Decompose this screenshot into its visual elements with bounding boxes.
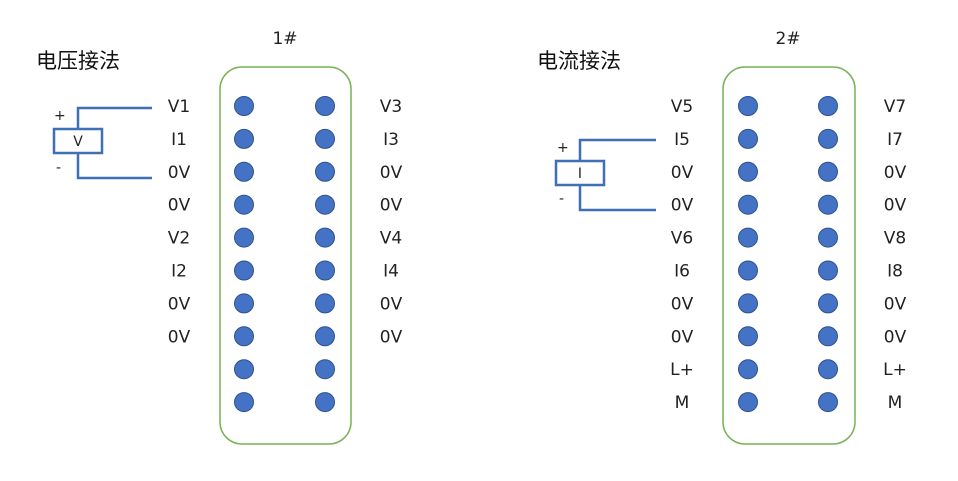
connector-2-pin-left-4 — [738, 194, 758, 215]
voltage-wiring-title: 电压接法 — [36, 49, 120, 73]
connector-1-pin-right-2 — [315, 128, 335, 149]
connector-1-right-label-8: 0V — [380, 327, 403, 347]
connector-2-pin-left-10 — [738, 392, 758, 413]
connector-1-right-label-6: I4 — [383, 262, 399, 282]
connector-2-pin-left-3 — [738, 161, 758, 182]
voltage-wiring: 电压接法 + - V — [36, 49, 152, 180]
connector-2-right-label-6: I8 — [887, 262, 903, 282]
connector-2-left-label-5: V6 — [671, 229, 693, 249]
connector-2-title: 2# — [775, 29, 800, 49]
connector-2-pin-left-2 — [738, 128, 758, 149]
connector-1-left-label-8: 0V — [168, 327, 191, 347]
connector-1-pin-right-10 — [315, 392, 335, 413]
connector-2-board — [722, 66, 856, 445]
connector-2-pin-left-7 — [738, 293, 758, 314]
connector-2-right-label-4: 0V — [884, 196, 907, 216]
connector-2-pin-left-5 — [738, 227, 758, 248]
connector-1-pin-left-9 — [234, 359, 254, 380]
connector-1-right-label-5: V4 — [380, 229, 402, 249]
connector-2-left-label-6: I6 — [674, 262, 690, 282]
connector-1-left-label-1: V1 — [168, 97, 190, 117]
current-plus-wire — [578, 138, 656, 161]
connector-2-right-label-1: V7 — [884, 97, 906, 117]
connector-1-pin-right-9 — [315, 359, 335, 380]
connector-1-pin-right-8 — [315, 326, 335, 347]
connector-2-right-label-5: V8 — [884, 229, 906, 249]
voltage-plus-wire — [76, 106, 152, 129]
voltage-minus-wire — [76, 153, 152, 180]
connector-1-right-label-3: 0V — [380, 163, 403, 183]
connector-2-right-label-7: 0V — [884, 294, 907, 314]
current-wiring-title: 电流接法 — [537, 49, 621, 73]
connector-1-pin-left-2 — [234, 128, 254, 149]
connector-2-left-label-8: 0V — [671, 327, 694, 347]
connector-2-left-label-7: 0V — [671, 294, 694, 314]
ammeter-box — [554, 159, 606, 187]
current-plus-sign: + — [557, 140, 569, 156]
connector-1-left-label-5: V2 — [168, 229, 190, 249]
connector-2-pin-right-3 — [818, 161, 838, 182]
connector-1-pin-left-8 — [234, 326, 254, 347]
connector-1-left-label-4: 0V — [168, 196, 191, 216]
current-minus-sign: - — [559, 191, 564, 207]
voltage-minus-sign: - — [56, 160, 61, 176]
connector-2-pin-left-6 — [738, 260, 758, 281]
connector-1-title: 1# — [272, 29, 297, 49]
connector-1-pin-right-1 — [315, 96, 335, 116]
voltmeter-label: V — [73, 134, 83, 150]
connector-1-right-label-2: I3 — [383, 130, 399, 150]
connector-2-pin-left-1 — [738, 96, 758, 116]
connector-1-pin-left-7 — [234, 293, 254, 314]
connector-2-left-label-3: 0V — [671, 163, 694, 183]
connector-1-pin-left-5 — [234, 227, 254, 248]
connector-1-pin-right-3 — [315, 161, 335, 182]
connector-1-right-label-4: 0V — [380, 196, 403, 216]
connector-1-pin-left-10 — [234, 392, 254, 413]
connector-2-left-label-1: V5 — [671, 97, 693, 117]
connector-2-left-label-2: I5 — [674, 130, 690, 150]
connector-1-right-label-1: V3 — [380, 97, 402, 117]
connector-2-pin-right-1 — [818, 96, 838, 116]
current-wiring: 电流接法 + - I — [537, 49, 656, 212]
connector-2-pin-right-9 — [818, 359, 838, 380]
connector-2-left-label-9: L+ — [670, 360, 694, 380]
connector-2-pin-left-9 — [738, 359, 758, 380]
connector-2-right-label-9: L+ — [883, 360, 907, 380]
connector-2-left-label-4: 0V — [671, 196, 694, 216]
connector-2-pin-right-6 — [818, 260, 838, 281]
connector-2-pin-right-10 — [818, 392, 838, 413]
connector-2-right-label-8: 0V — [884, 327, 907, 347]
ammeter-label: I — [578, 166, 582, 182]
connector-1-pin-right-6 — [315, 260, 335, 281]
connector-2-right-label-10: M — [888, 393, 903, 413]
connector-1-pin-right-7 — [315, 293, 335, 314]
connector-1-pin-left-6 — [234, 260, 254, 281]
connector-2-right-label-3: 0V — [884, 163, 907, 183]
connector-1-pin-right-4 — [315, 194, 335, 215]
connector-1-left-label-2: I1 — [171, 130, 187, 150]
connector-1-left-label-6: I2 — [171, 262, 187, 282]
voltage-plus-sign: + — [54, 108, 66, 124]
connector-2-pin-right-4 — [818, 194, 838, 215]
connector-2-pin-right-8 — [818, 326, 838, 347]
connector-2-pin-left-8 — [738, 326, 758, 347]
connector-1-left-label-3: 0V — [168, 163, 191, 183]
connector-2-right-label-2: I7 — [887, 130, 903, 150]
voltmeter-box — [52, 127, 104, 155]
connector-2-left-label-10: M — [675, 393, 690, 413]
connector-1-pin-left-3 — [234, 161, 254, 182]
connector-1-right-label-7: 0V — [380, 294, 403, 314]
connector-1-board — [219, 66, 352, 445]
connector-2-pin-right-7 — [818, 293, 838, 314]
connector-1-pin-right-5 — [315, 227, 335, 248]
connector-2-pin-right-2 — [818, 128, 838, 149]
connector-2-pin-right-5 — [818, 227, 838, 248]
current-minus-wire — [578, 185, 656, 212]
connector-1-pin-left-1 — [234, 96, 254, 116]
connector-1-pin-left-4 — [234, 194, 254, 215]
connector-1-left-label-7: 0V — [168, 294, 191, 314]
